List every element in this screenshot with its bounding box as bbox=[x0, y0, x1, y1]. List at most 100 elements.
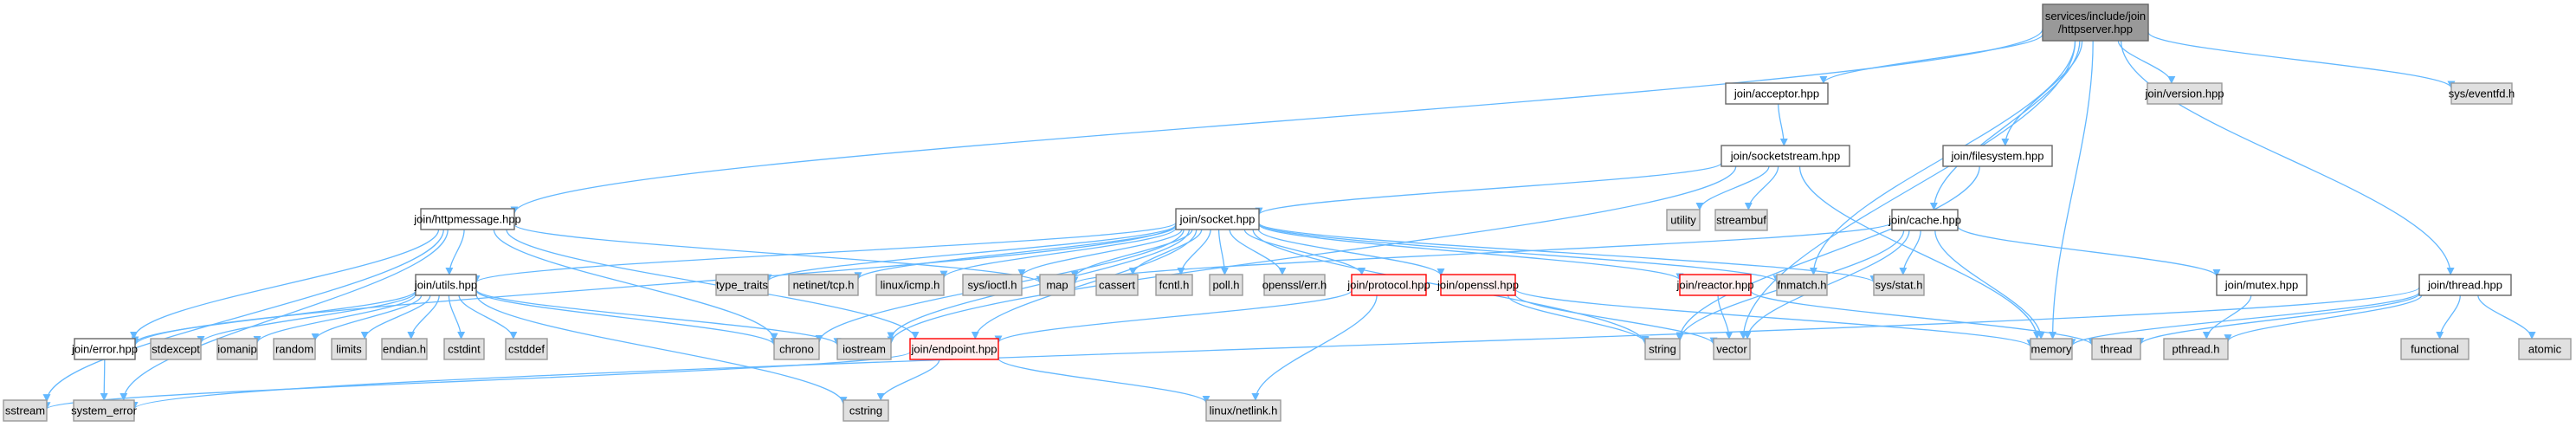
edge-httpmessage-to-chrono bbox=[493, 229, 778, 341]
node-reactor[interactable]: join/reactor.hpp bbox=[1676, 274, 1754, 296]
edge-socketstream-to-memory bbox=[1798, 165, 2041, 340]
edge-acceptor-to-socketstream bbox=[1778, 103, 1788, 146]
node-box-iomanip bbox=[216, 338, 258, 360]
node-icmp[interactable]: linux/icmp.h bbox=[875, 274, 945, 296]
node-box-sstream bbox=[3, 399, 48, 422]
node-stdexcept[interactable]: stdexcept bbox=[150, 338, 202, 360]
node-sstream[interactable]: sstream bbox=[3, 399, 48, 422]
node-label-utility: utility bbox=[1670, 214, 1696, 227]
edge-utils-to-cstring bbox=[475, 294, 848, 405]
node-iomanip[interactable]: iomanip bbox=[216, 338, 258, 360]
node-label-system_error: system_error bbox=[71, 404, 138, 417]
node-tcp[interactable]: netinet/tcp.h bbox=[788, 274, 859, 296]
node-label-thread: thread bbox=[2101, 343, 2133, 356]
node-random[interactable]: random bbox=[273, 338, 316, 360]
node-httpserver[interactable]: services/include/join/httpserver.hpp bbox=[2042, 3, 2149, 42]
node-label-filesystem: join/filesystem.hpp bbox=[1951, 150, 2044, 163]
edge-protocol-to-endpoint bbox=[994, 289, 1353, 344]
node-label-fnmatch: fnmatch.h bbox=[1777, 279, 1826, 292]
edge-httpserver-to-version bbox=[2117, 40, 2176, 84]
node-thread[interactable]: thread bbox=[2091, 338, 2141, 360]
node-netlink[interactable]: linux/netlink.h bbox=[1205, 399, 1282, 422]
node-fnmatch[interactable]: fnmatch.h bbox=[1776, 274, 1828, 296]
edge-socket-to-ioctl bbox=[1017, 229, 1183, 277]
node-openssl[interactable]: join/openssl.hpp bbox=[1436, 274, 1519, 296]
node-box-version bbox=[2147, 82, 2223, 105]
edge-socketstream-to-streambuf bbox=[1744, 165, 1779, 210]
node-label-error: join/error.hpp bbox=[71, 343, 138, 356]
node-label-cstddef: cstddef bbox=[508, 343, 545, 356]
node-streambuf[interactable]: streambuf bbox=[1714, 209, 1768, 231]
node-version[interactable]: join/version.hpp bbox=[2144, 82, 2224, 105]
node-cstddef[interactable]: cstddef bbox=[505, 338, 548, 360]
node-iostream[interactable]: iostream bbox=[836, 338, 892, 360]
node-limits[interactable]: limits bbox=[331, 338, 367, 360]
edge-socket-to-tcp bbox=[854, 225, 1177, 281]
edge-httpserver-to-httpmessage bbox=[510, 29, 2043, 215]
node-box-reactor bbox=[1679, 274, 1752, 296]
node-functional[interactable]: functional bbox=[2400, 338, 2469, 360]
node-box-thread_hpp bbox=[2418, 274, 2512, 296]
edge-protocol-to-netlink bbox=[1251, 294, 1378, 401]
node-box-chrono bbox=[773, 338, 820, 360]
node-utility[interactable]: utility bbox=[1666, 209, 1701, 231]
edge-socket-to-openssl bbox=[1257, 229, 1445, 276]
node-fcntl[interactable]: fcntl.h bbox=[1155, 274, 1193, 296]
node-filesystem[interactable]: join/filesystem.hpp bbox=[1942, 145, 2053, 167]
node-opensslerr[interactable]: openssl/err.h bbox=[1262, 274, 1327, 296]
node-socket[interactable]: join/socket.hpp bbox=[1175, 208, 1260, 230]
node-box-atomic bbox=[2518, 338, 2572, 360]
edge-utils-to-error bbox=[131, 290, 416, 345]
node-box-cstdint bbox=[443, 338, 485, 360]
node-endpoint[interactable]: join/endpoint.hpp bbox=[909, 338, 999, 360]
node-error[interactable]: join/error.hpp bbox=[71, 338, 138, 360]
node-cstring[interactable]: cstring bbox=[843, 399, 889, 422]
node-label-memory: memory bbox=[2031, 343, 2072, 356]
node-box-tcp bbox=[788, 274, 859, 296]
node-poll[interactable]: poll.h bbox=[1209, 274, 1243, 296]
node-cstdint[interactable]: cstdint bbox=[443, 338, 485, 360]
node-endian[interactable]: endian.h bbox=[381, 338, 428, 360]
node-protocol[interactable]: join/protocol.hpp bbox=[1346, 274, 1430, 296]
node-label-cstdint: cstdint bbox=[448, 343, 481, 356]
node-system_error[interactable]: system_error bbox=[71, 399, 138, 422]
node-chrono[interactable]: chrono bbox=[773, 338, 820, 360]
node-utils[interactable]: join/utils.hpp bbox=[414, 274, 477, 296]
edge-utils-to-iomanip bbox=[253, 294, 416, 344]
node-acceptor[interactable]: join/acceptor.hpp bbox=[1725, 82, 1829, 105]
edge-socket-to-reactor bbox=[1258, 223, 1684, 281]
node-pthread[interactable]: pthread.h bbox=[2163, 338, 2229, 360]
node-atomic[interactable]: atomic bbox=[2518, 338, 2572, 360]
node-httpmessage[interactable]: join/httpmessage.hpp bbox=[413, 208, 521, 230]
edge-error-to-system_error bbox=[100, 359, 108, 401]
node-cache[interactable]: join/cache.hpp bbox=[1888, 209, 1961, 231]
node-cassert[interactable]: cassert bbox=[1095, 274, 1139, 296]
node-mutex[interactable]: join/mutex.hpp bbox=[2216, 274, 2308, 296]
edge-cache-to-memory bbox=[1934, 230, 2045, 340]
node-box-cassert bbox=[1095, 274, 1139, 296]
node-box-string bbox=[1644, 338, 1681, 360]
node-thread_hpp[interactable]: join/thread.hpp bbox=[2418, 274, 2512, 296]
node-box-opensslerr bbox=[1263, 274, 1326, 296]
node-string[interactable]: string bbox=[1644, 338, 1681, 360]
edge-socketstream-to-socket bbox=[1255, 162, 1722, 216]
edge-utils-to-cstdint bbox=[448, 294, 466, 340]
edge-socket-to-fcntl bbox=[1177, 229, 1211, 275]
node-ioctl[interactable]: sys/ioctl.h bbox=[962, 274, 1023, 296]
node-memory[interactable]: memory bbox=[2030, 338, 2073, 360]
edge-thread_hpp-to-thread bbox=[2136, 293, 2420, 346]
node-label-thread_hpp: join/thread.hpp bbox=[2427, 279, 2502, 292]
node-stat[interactable]: sys/stat.h bbox=[1873, 274, 1925, 296]
node-eventfd[interactable]: sys/eventfd.h bbox=[2449, 82, 2515, 105]
node-type_traits[interactable]: type_traits bbox=[715, 274, 769, 296]
edge-utils-to-random bbox=[311, 294, 423, 341]
node-vector[interactable]: vector bbox=[1713, 338, 1751, 360]
edge-thread_hpp-to-pthread bbox=[2224, 294, 2423, 343]
node-box-random bbox=[273, 338, 316, 360]
node-label-cache: join/cache.hpp bbox=[1888, 214, 1961, 227]
node-socketstream[interactable]: join/socketstream.hpp bbox=[1721, 145, 1850, 167]
edge-httpmessage-to-system_error bbox=[119, 229, 449, 401]
node-box-filesystem bbox=[1942, 145, 2053, 167]
node-map[interactable]: map bbox=[1039, 274, 1075, 296]
edge-httpserver-to-cache bbox=[1929, 40, 2081, 210]
